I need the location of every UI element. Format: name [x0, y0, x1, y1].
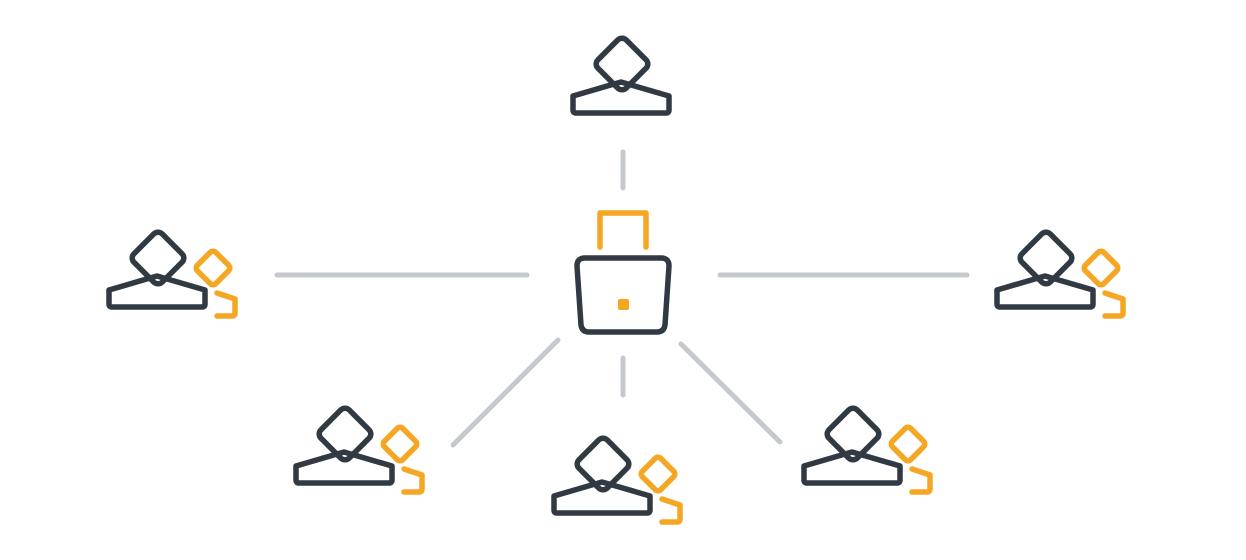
user-group-icon-right: [997, 230, 1123, 316]
user-group-icon-bottom-left: [296, 406, 422, 492]
user-group-icon-bottom-right: [804, 406, 930, 492]
padlock-icon: [574, 210, 672, 335]
connectors: [274, 149, 970, 448]
single-user-icon: [573, 36, 669, 113]
user-group-icon-left: [109, 230, 235, 316]
user-group-icon-bottom-center: [554, 436, 680, 522]
connector-bottom-left: [450, 337, 561, 448]
connector-bottom-right: [678, 341, 783, 445]
